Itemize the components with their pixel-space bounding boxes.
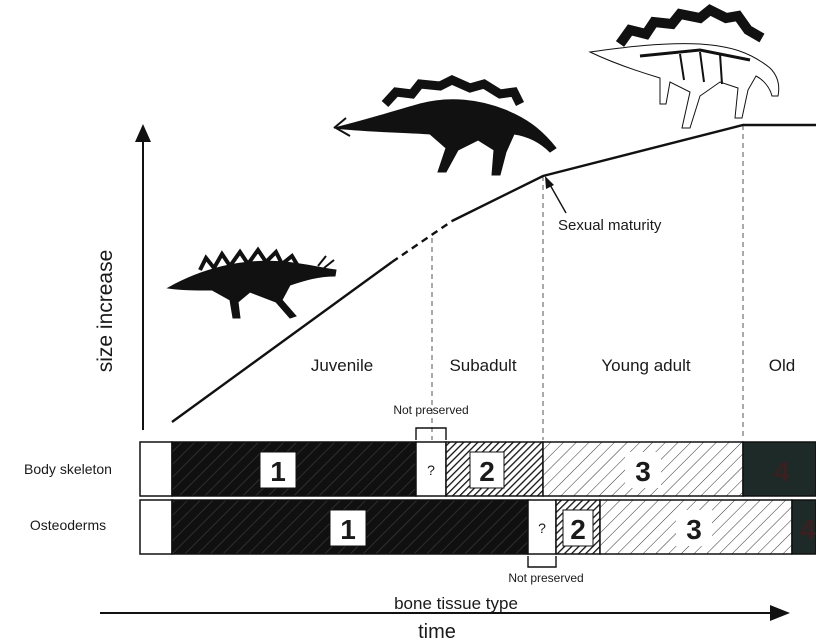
body-empty-start <box>140 442 172 496</box>
row-label-osteoderms: Osteoderms <box>30 517 106 533</box>
not-preserved-bracket-bottom <box>528 556 556 567</box>
maturity-pointer <box>549 183 566 213</box>
not-preserved-bracket-top <box>416 428 446 440</box>
adult-dinosaur-illustration <box>590 10 779 128</box>
osteo-tissue-2-number: 2 <box>570 514 586 545</box>
osteoderms-bar <box>140 500 816 554</box>
stage-label-juvenile: Juvenile <box>311 356 373 375</box>
body-tissue-2-number: 2 <box>479 456 495 487</box>
osteo-empty-start <box>140 500 172 554</box>
growth-curve-uncertain <box>392 221 452 262</box>
body-tissue-3-number: 3 <box>635 456 651 487</box>
y-axis-label: size increase <box>94 250 117 373</box>
x-axis-arrowhead <box>770 605 790 621</box>
osteo-not-preserved-mark: ? <box>538 520 546 536</box>
osteo-tissue-1-number: 1 <box>340 514 356 545</box>
body-not-preserved-mark: ? <box>427 462 435 478</box>
row-label-body-skeleton: Body skeleton <box>24 461 112 477</box>
not-preserved-label-top: Not preserved <box>393 403 468 417</box>
juvenile-dinosaur-illustration <box>168 250 336 318</box>
sexual-maturity-label: Sexual maturity <box>558 217 662 234</box>
stage-label-subadult: Subadult <box>449 356 516 375</box>
maturity-pointer-head <box>545 176 554 189</box>
stage-label-young-adult: Young adult <box>601 356 690 375</box>
body-tissue-1-number: 1 <box>270 456 286 487</box>
stage-label-old: Old <box>769 356 795 375</box>
osteo-tissue-4-number: 4 <box>800 514 816 545</box>
osteo-tissue-3-number: 3 <box>686 514 702 545</box>
bone-tissue-type-label: bone tissue type <box>394 594 518 613</box>
not-preserved-label-bottom: Not preserved <box>508 571 583 585</box>
stage-dividers <box>432 125 743 440</box>
y-axis-arrowhead <box>135 124 151 142</box>
body-tissue-4-number: 4 <box>774 456 790 487</box>
x-axis-label: time <box>418 621 456 641</box>
subadult-dinosaur-illustration <box>334 80 556 175</box>
